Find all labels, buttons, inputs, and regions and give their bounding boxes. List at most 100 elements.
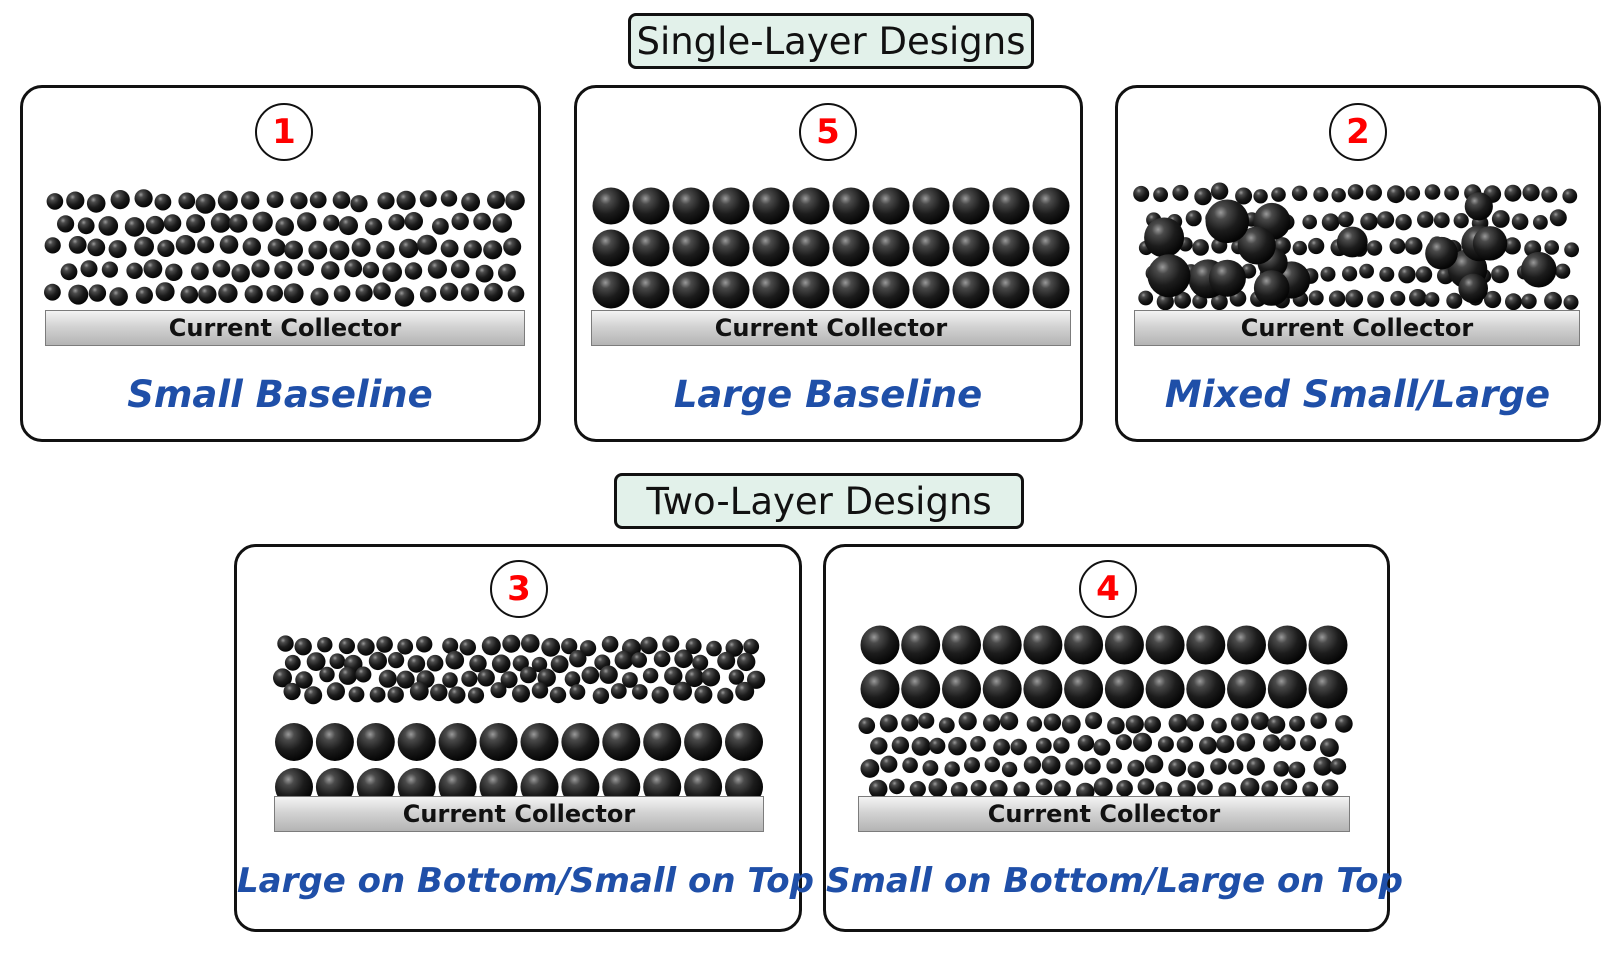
particle xyxy=(507,285,525,303)
particle xyxy=(387,686,404,703)
particle xyxy=(416,636,433,653)
particle xyxy=(426,654,444,672)
particle xyxy=(1211,293,1228,311)
particle xyxy=(1133,185,1150,202)
particle xyxy=(1366,240,1383,256)
particle xyxy=(175,235,196,255)
particle xyxy=(244,285,263,304)
particle xyxy=(266,285,283,302)
particle xyxy=(1001,761,1018,778)
particle xyxy=(323,214,340,231)
particle xyxy=(275,723,313,761)
particle xyxy=(44,283,61,301)
particle xyxy=(309,191,327,209)
particle xyxy=(317,637,333,653)
particle xyxy=(1279,734,1296,751)
particle xyxy=(1186,713,1204,732)
particle xyxy=(747,670,766,689)
particle xyxy=(952,271,990,309)
particle xyxy=(752,271,790,309)
particle xyxy=(717,687,734,704)
particle xyxy=(792,229,830,267)
particle xyxy=(1093,738,1111,756)
particle xyxy=(737,652,756,672)
particle xyxy=(397,638,414,655)
particle xyxy=(1484,290,1502,309)
panel-large-baseline: 5 Current Collector Large Baseline xyxy=(574,85,1083,442)
particle xyxy=(460,283,480,302)
particle xyxy=(1240,777,1260,797)
particle xyxy=(891,736,910,754)
particle xyxy=(1237,226,1276,265)
particle xyxy=(717,651,736,670)
particle xyxy=(521,634,540,653)
particle xyxy=(267,238,286,257)
particle xyxy=(1106,758,1122,774)
particle xyxy=(602,723,641,761)
particle xyxy=(1153,187,1168,203)
particle xyxy=(938,717,955,734)
particle xyxy=(653,650,671,668)
particle xyxy=(694,685,713,704)
design-number-badge: 2 xyxy=(1329,103,1387,161)
particle xyxy=(599,665,618,684)
particle xyxy=(752,229,790,267)
particle xyxy=(1186,669,1226,709)
particle xyxy=(451,212,469,231)
particle-layer xyxy=(44,189,525,307)
particle xyxy=(1313,756,1333,776)
particle xyxy=(1292,240,1307,256)
particle xyxy=(832,229,870,267)
particle xyxy=(860,625,900,665)
particle xyxy=(398,238,419,259)
particle xyxy=(297,212,317,232)
particle xyxy=(338,637,355,655)
particle xyxy=(520,666,537,684)
particle xyxy=(992,229,1030,267)
particle xyxy=(1549,209,1567,227)
particle xyxy=(502,634,521,653)
particle xyxy=(1210,758,1227,775)
particle xyxy=(1464,192,1493,221)
particle xyxy=(1211,717,1227,734)
particle xyxy=(982,669,1022,709)
particle xyxy=(912,187,950,225)
particle xyxy=(357,638,375,656)
particle xyxy=(378,669,397,688)
particle xyxy=(1320,738,1339,757)
particle xyxy=(339,216,358,236)
design-label: Small Baseline xyxy=(127,373,433,416)
particle xyxy=(950,782,968,799)
particle xyxy=(901,625,941,665)
particle xyxy=(1359,263,1374,279)
design-number-badge: 1 xyxy=(255,103,313,161)
particle xyxy=(396,670,415,689)
particle xyxy=(98,216,119,236)
particle xyxy=(487,190,505,209)
particle xyxy=(561,638,578,655)
particle xyxy=(369,686,386,703)
particle xyxy=(942,669,981,709)
particle xyxy=(87,238,106,257)
particle xyxy=(505,190,525,211)
particle xyxy=(329,240,350,261)
panel-large-bottom-small-top: 3 Current Collector Large on Bottom/Smal… xyxy=(234,544,814,932)
particle xyxy=(368,651,387,671)
particle xyxy=(1503,237,1521,255)
particle xyxy=(297,259,314,276)
particle xyxy=(632,684,648,700)
particle xyxy=(1424,292,1440,307)
particle xyxy=(1035,737,1052,754)
particle xyxy=(1061,714,1081,734)
particle xyxy=(165,263,183,281)
panel-mixed: 2 Current Collector Mixed Small/Large xyxy=(1115,85,1601,442)
particle xyxy=(310,287,329,306)
particle xyxy=(459,639,476,656)
particle xyxy=(1138,290,1154,306)
particle xyxy=(186,214,206,234)
particle xyxy=(944,761,960,777)
particle xyxy=(355,666,372,683)
particle xyxy=(1144,217,1185,258)
particle xyxy=(684,723,723,761)
particle xyxy=(1035,778,1053,796)
